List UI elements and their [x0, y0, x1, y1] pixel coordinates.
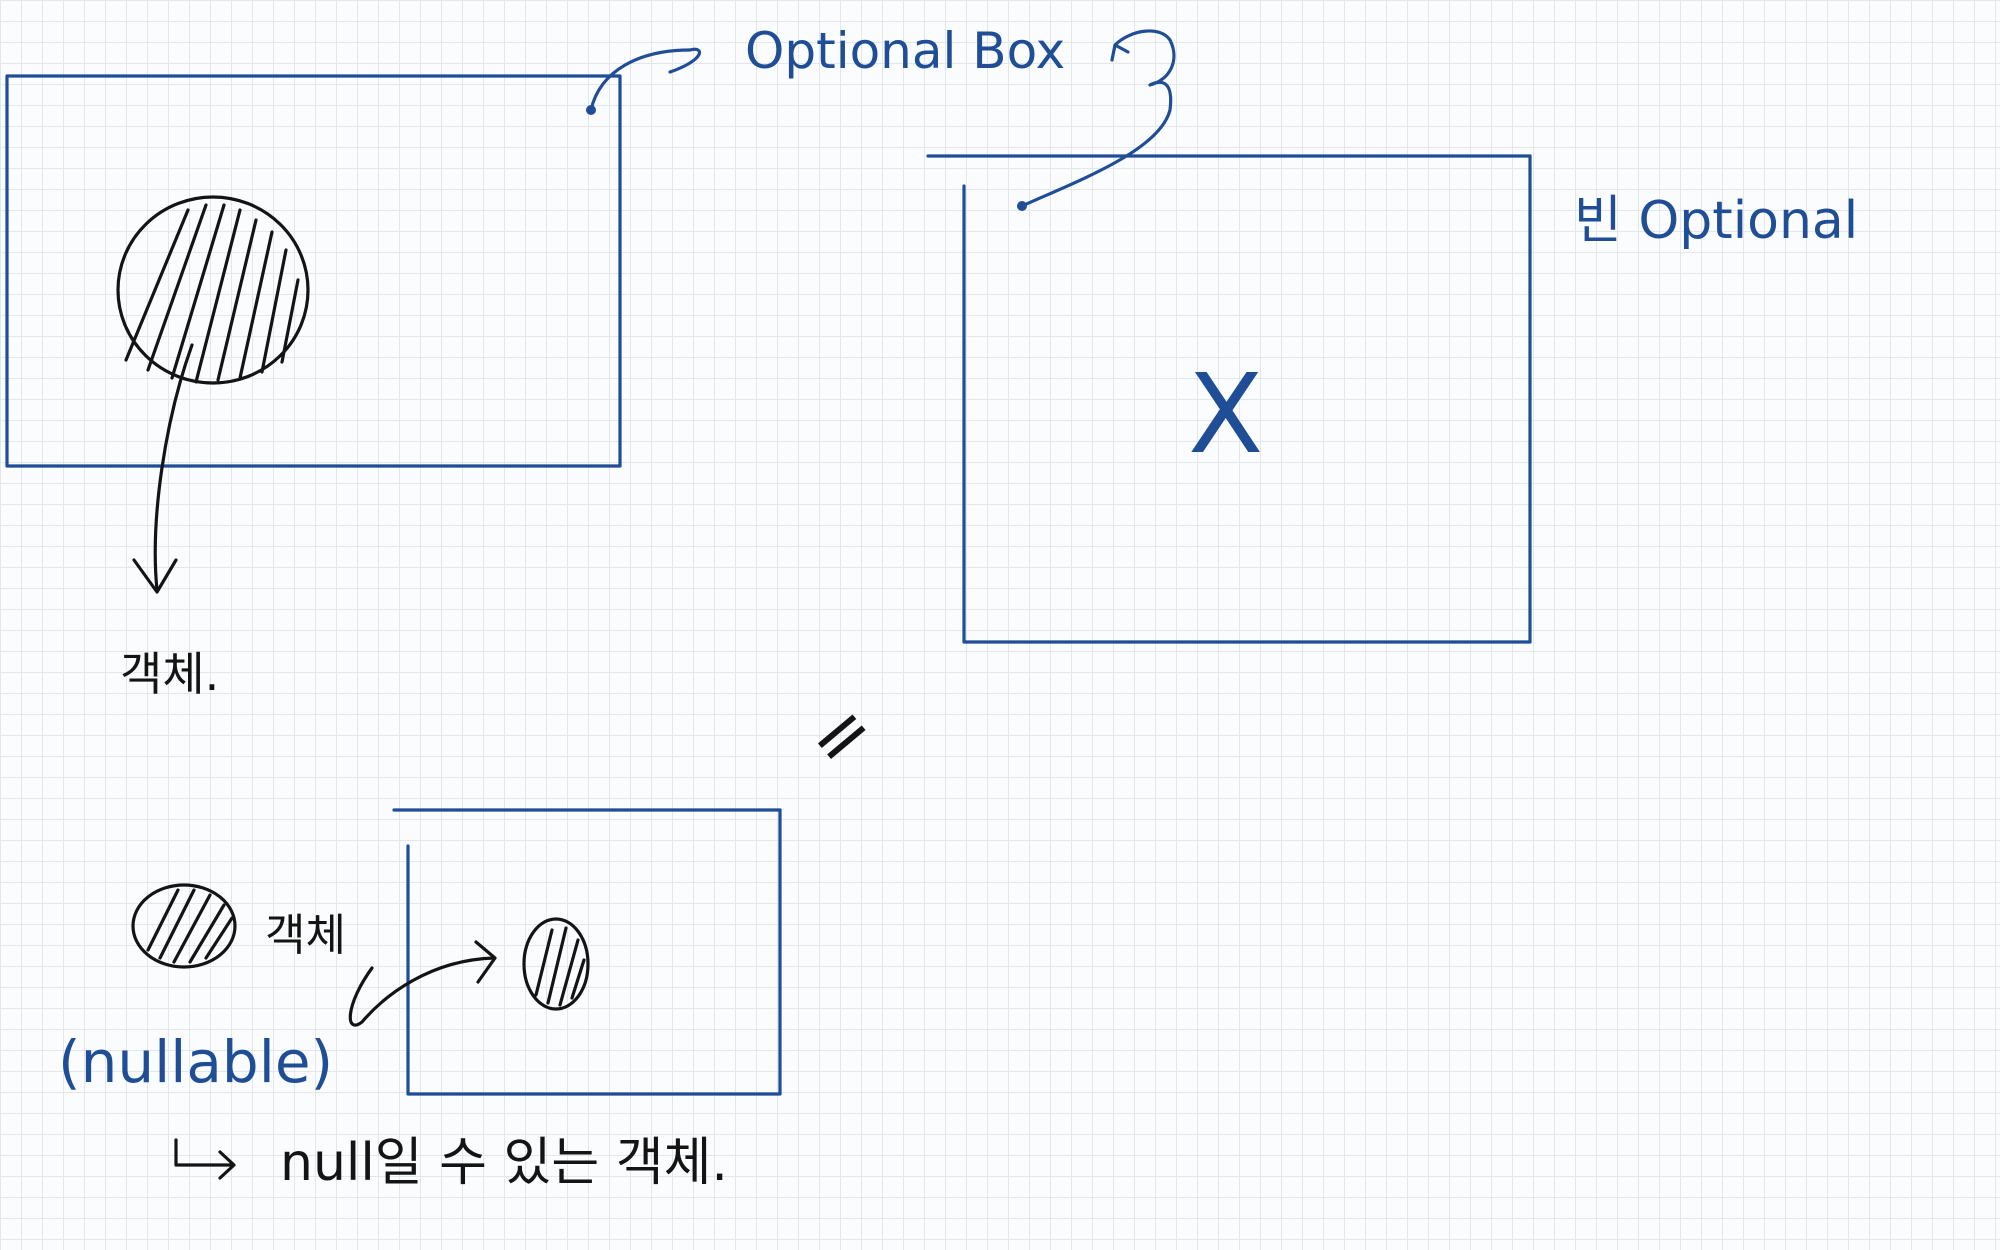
- empty-x-mark: X: [1188, 350, 1263, 478]
- hatch-lines-1: [124, 203, 300, 384]
- empty-box-frame: [962, 154, 1532, 644]
- label-object-2: 객체: [265, 910, 346, 961]
- label-nullable: (nullable): [58, 1028, 333, 1096]
- arrow-head-1: [132, 558, 178, 594]
- hatched-object-3: [522, 917, 590, 1011]
- hatched-object-2: [131, 883, 237, 969]
- optional-box-with-object: 객체.: [5, 74, 622, 701]
- equals-mark: =: [790, 683, 890, 786]
- hatched-object-1: [116, 195, 310, 385]
- small-box-frame: [406, 808, 782, 1096]
- label-object-1: 객체.: [120, 647, 219, 701]
- pointer-curve-2: [1020, 29, 1176, 208]
- optional-box-annotation: Optional Box: [586, 22, 1176, 211]
- label-empty-optional: 빈 Optional: [1574, 191, 1858, 251]
- corner-arrow: [174, 1138, 236, 1180]
- pointer-curve-1: [589, 47, 701, 112]
- hatch-lines-2: [146, 888, 234, 964]
- arrow-into-box: [348, 956, 496, 1027]
- arrow-head-2: [474, 940, 497, 984]
- nullable-section: 객체 (nullable) null일 수 있는 객체.: [58, 808, 782, 1193]
- hatch-lines-3: [534, 926, 586, 1007]
- label-nullable-desc: null일 수 있는 객체.: [280, 1133, 728, 1193]
- optional-box-1: [5, 74, 622, 468]
- label-optional-box: Optional Box: [745, 22, 1065, 80]
- pointer-dot-2: [1017, 201, 1027, 211]
- empty-optional-box: X 빈 Optional: [926, 154, 1858, 644]
- arrow-object-to-label: [153, 343, 194, 592]
